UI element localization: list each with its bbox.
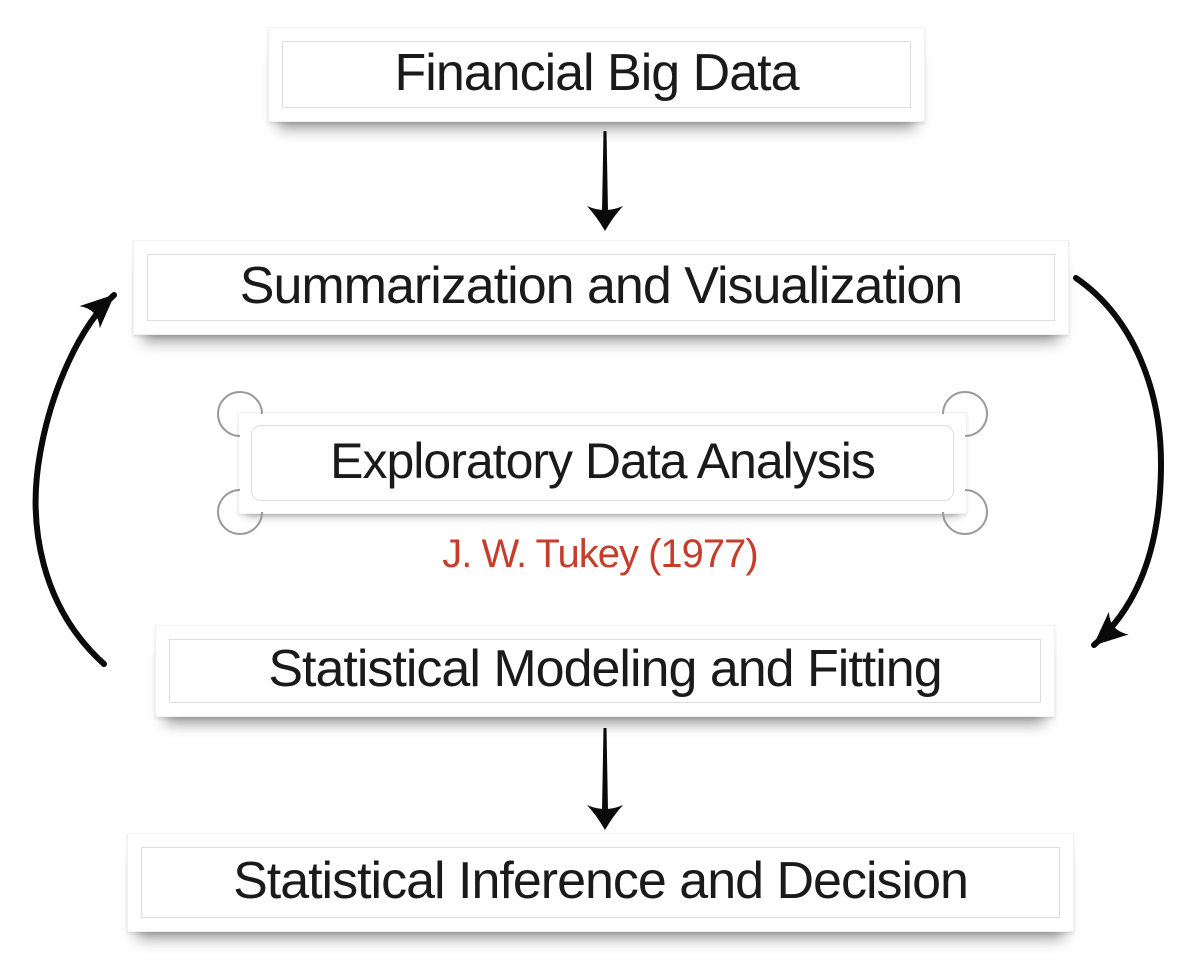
arrow-modeling-to-inference-icon (587, 728, 623, 830)
arrow-financial-to-summarization-icon (587, 131, 623, 231)
node-label: Summarization and Visualization (239, 256, 963, 315)
node-exploratory-data-analysis: Exploratory Data Analysis (217, 391, 988, 535)
corner-curl-top-right-icon (942, 391, 988, 437)
node-label: Financial Big Data (394, 43, 800, 102)
node-statistical-modeling-and-fitting: Statistical Modeling and Fitting (155, 625, 1055, 717)
node-label: Exploratory Data Analysis (330, 433, 876, 489)
node-label: Statistical Inference and Decision (233, 851, 969, 910)
arrow-summarization-to-modeling-icon (1073, 275, 1165, 648)
node-statistical-inference-and-decision: Statistical Inference and Decision (127, 833, 1074, 932)
attribution-tukey: J. W. Tukey (1977) (442, 532, 758, 576)
node-summarization-and-visualization: Summarization and Visualization (133, 240, 1069, 335)
corner-curl-top-left-icon (217, 391, 263, 437)
node-label: Statistical Modeling and Fitting (268, 640, 942, 698)
arrow-modeling-to-summarization-icon (32, 292, 117, 667)
node-financial-big-data: Financial Big Data (268, 27, 925, 122)
